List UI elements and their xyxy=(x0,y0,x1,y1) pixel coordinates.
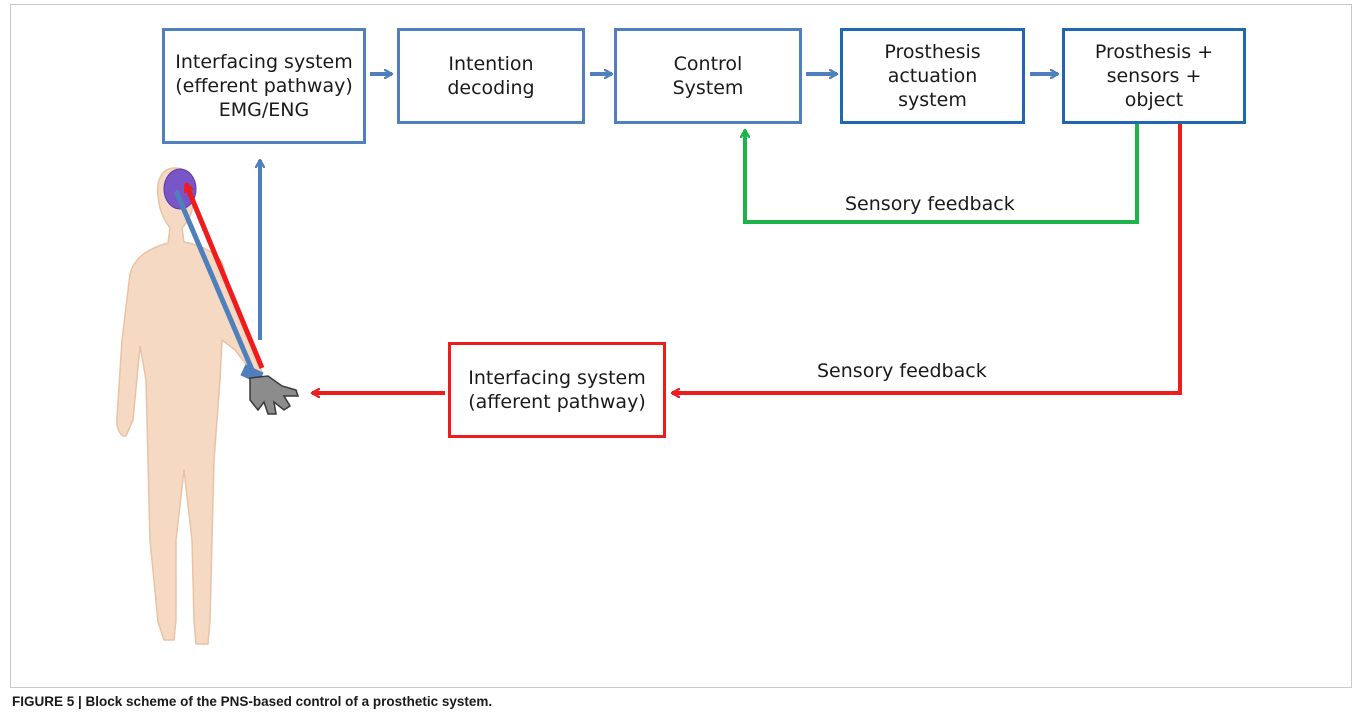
prosthesis-actuation-label: Prosthesis actuation system xyxy=(884,40,981,112)
control-system-label: Control System xyxy=(672,52,744,99)
green-feedback-arrow xyxy=(745,122,1139,224)
intention-decoding-box: Intention decoding xyxy=(397,28,585,124)
afferent-interface-box: Interfacing system (afferent pathway) xyxy=(448,342,666,438)
efferent-interface-label: Interfacing system (efferent pathway) EM… xyxy=(175,50,353,122)
brain-icon xyxy=(163,168,197,210)
control-system-box: Control System xyxy=(614,28,802,124)
human-figure-illustration xyxy=(116,167,264,645)
afferent-nerve-arrow xyxy=(183,184,265,369)
sensory-feedback-green-label: Sensory feedback xyxy=(845,193,1015,215)
prosthesis-sensors-box: Prosthesis + sensors + object xyxy=(1062,28,1246,124)
prosthesis-actuation-box: Prosthesis actuation system xyxy=(840,28,1025,124)
red-feedback-arrow xyxy=(672,122,1182,393)
prosthesis-sensors-label: Prosthesis + sensors + object xyxy=(1094,40,1214,112)
robotic-hand-icon xyxy=(240,364,300,415)
intention-decoding-label: Intention decoding xyxy=(447,52,535,99)
sensory-feedback-red-label: Sensory feedback xyxy=(817,360,987,382)
afferent-interface-label: Interfacing system (afferent pathway) xyxy=(468,366,646,413)
figure-caption: FIGURE 5 | Block scheme of the PNS-based… xyxy=(12,694,493,709)
efferent-nerve-line xyxy=(173,190,256,373)
figure-frame xyxy=(10,4,1352,688)
efferent-interface-box: Interfacing system (efferent pathway) EM… xyxy=(162,28,366,144)
